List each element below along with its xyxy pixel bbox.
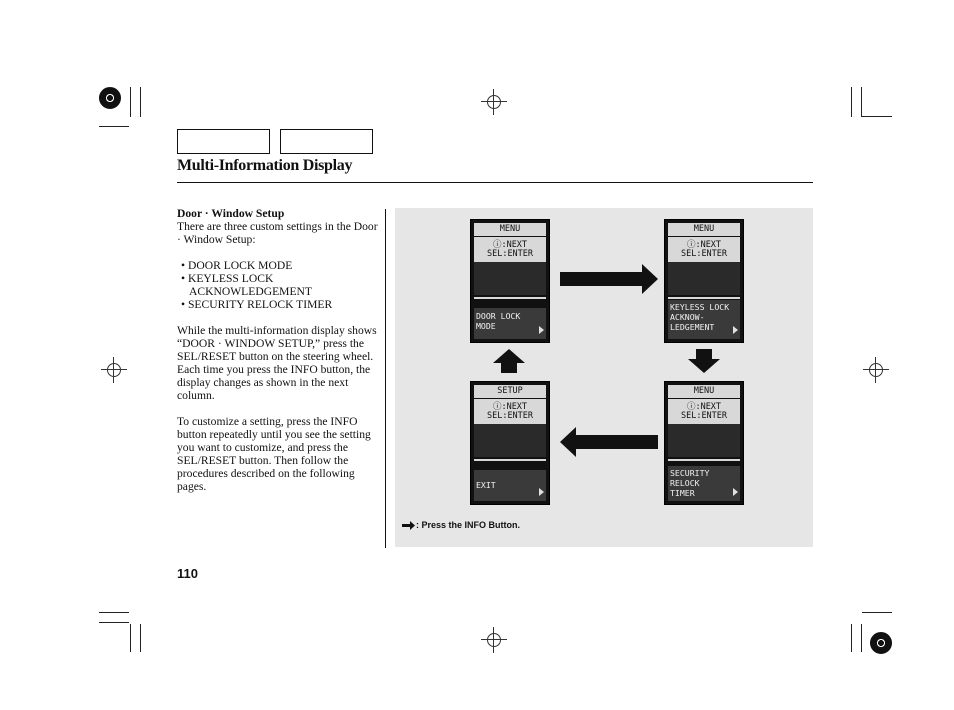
screen-enter-hint: SEL:ENTER (486, 411, 534, 421)
screen-enter-hint: SEL:ENTER (486, 249, 534, 259)
crop-mark (130, 624, 131, 652)
crop-mark (140, 87, 141, 117)
header-tab-blank-2 (280, 129, 373, 154)
crop-mark (99, 612, 129, 613)
crop-mark (851, 87, 852, 117)
crop-mark (851, 624, 852, 652)
instruction-paragraph-2: To customize a setting, press the INFO b… (177, 415, 371, 493)
right-triangle-icon (733, 326, 738, 334)
subsection-heading: Door · Window Setup (177, 207, 285, 220)
screen-header: MENU (693, 386, 715, 396)
arrow-left-icon (560, 427, 658, 457)
screen-header: MENU (499, 224, 521, 234)
column-divider (385, 209, 386, 548)
crop-mark (861, 624, 862, 652)
screen-enter-hint: SEL:ENTER (680, 411, 728, 421)
crop-mark (862, 116, 892, 117)
settings-list: • DOOR LOCK MODE • KEYLESS LOCK ACKNOWLE… (177, 259, 382, 311)
crosshair-mark-left (101, 357, 127, 383)
screen-option: EXIT (476, 480, 496, 490)
instruction-paragraph-1: While the multi-information display show… (177, 324, 377, 402)
screen-option: KEYLESS LOCK ACKNOW- LEDGEMENT (670, 302, 730, 332)
screen-next-hint: ⓘ:NEXT (492, 402, 528, 412)
screen-next-hint: ⓘ:NEXT (686, 402, 722, 412)
screen-enter-hint: SEL:ENTER (680, 249, 728, 259)
screen-header: MENU (693, 224, 715, 234)
registration-mark-top-left (99, 87, 121, 109)
crop-mark (140, 624, 141, 652)
arrow-up-icon (493, 349, 525, 373)
page-number: 110 (177, 566, 198, 581)
list-item: • SECURITY RELOCK TIMER (181, 298, 333, 311)
crop-mark (99, 126, 129, 127)
crop-mark (130, 87, 131, 117)
header-tab-blank-1 (177, 129, 270, 154)
diagram-footnote: : Press the INFO Button. (416, 520, 521, 530)
crop-mark (861, 87, 862, 117)
arrow-down-icon (688, 349, 720, 373)
text-column: Door · Window Setup There are three cust… (177, 207, 382, 506)
crosshair-mark-bottom (481, 627, 507, 653)
title-rule (177, 182, 813, 183)
screen-header: SETUP (497, 386, 523, 396)
crop-mark (862, 612, 892, 613)
arrow-right-icon (560, 264, 658, 294)
crop-mark (99, 622, 129, 623)
right-triangle-icon (539, 326, 544, 334)
diagram-panel (395, 208, 813, 547)
list-item: • DOOR LOCK MODE (181, 259, 293, 272)
right-triangle-icon (733, 488, 738, 496)
crosshair-mark-top (481, 89, 507, 115)
list-item: • KEYLESS LOCK ACKNOWLEDGEMENT (181, 272, 313, 298)
section-title: Multi-Information Display (177, 157, 353, 174)
intro-paragraph: There are three custom settings in the D… (177, 220, 378, 246)
right-triangle-icon (539, 488, 544, 496)
screen-option: DOOR LOCK MODE (476, 311, 521, 331)
small-arrow-icon (402, 521, 415, 530)
registration-mark-bottom-right (870, 632, 892, 654)
crosshair-mark-right (863, 357, 889, 383)
screen-next-hint: ⓘ:NEXT (686, 240, 722, 250)
screen-next-hint: ⓘ:NEXT (492, 240, 528, 250)
screen-option: SECURITY RELOCK TIMER (670, 468, 710, 498)
